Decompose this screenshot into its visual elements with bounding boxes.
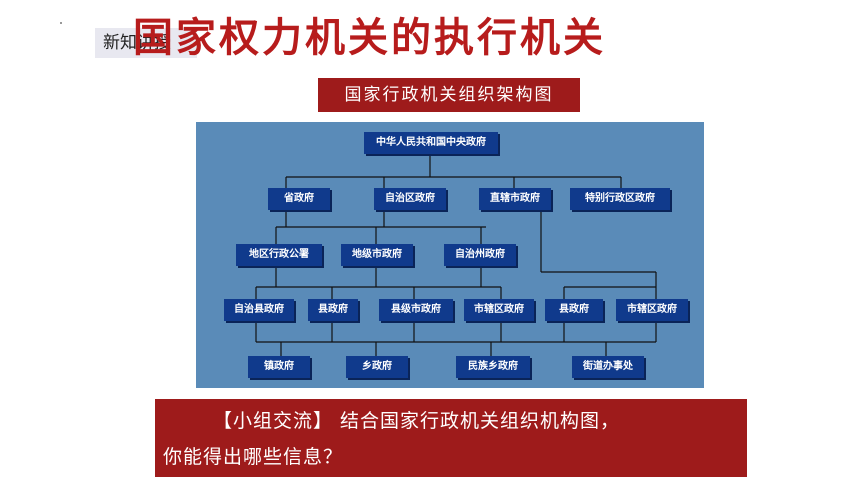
node-province: 省政府 xyxy=(268,188,330,210)
node-county-2: 县政府 xyxy=(545,299,603,321)
page-title: 国家权力机关的执行机关 xyxy=(133,14,606,61)
discussion-question: 你能得出哪些信息？ xyxy=(163,446,344,468)
org-chart: 中华人民共和国中央政府 省政府 自治区政府 直辖市政府 特别行政区政府 地区行政… xyxy=(196,122,704,388)
node-county-city: 县级市政府 xyxy=(379,299,453,321)
node-autonomous-region: 自治区政府 xyxy=(374,188,446,210)
discussion-box: 【小组交流】 结合国家行政机关组织机构图， 你能得出哪些信息？ xyxy=(155,399,747,477)
decorative-dot xyxy=(60,22,62,24)
node-township: 乡政府 xyxy=(346,356,408,378)
node-prefecture-city: 地级市政府 xyxy=(341,244,413,266)
node-subdistrict-office: 街道办事处 xyxy=(572,356,644,378)
node-prefecture-office: 地区行政公署 xyxy=(236,244,322,266)
node-city-district: 市辖区政府 xyxy=(464,299,534,321)
node-sar: 特别行政区政府 xyxy=(570,188,670,210)
node-autonomous-county: 自治县政府 xyxy=(224,299,294,321)
node-municipality: 直辖市政府 xyxy=(479,188,551,210)
chart-caption: 国家行政机关组织架构图 xyxy=(318,78,580,112)
node-autonomous-prefecture: 自治州政府 xyxy=(444,244,516,266)
discussion-prompt: 【小组交流】 结合国家行政机关组织机构图， xyxy=(213,410,621,432)
node-county: 县政府 xyxy=(308,299,358,321)
node-central-government: 中华人民共和国中央政府 xyxy=(364,132,498,154)
org-chart-connectors xyxy=(255,154,657,356)
node-ethnic-township: 民族乡政府 xyxy=(456,356,530,378)
node-town: 镇政府 xyxy=(248,356,310,378)
section-tag: 新知讲授 xyxy=(95,28,197,58)
node-city-district-2: 市辖区政府 xyxy=(616,299,688,321)
